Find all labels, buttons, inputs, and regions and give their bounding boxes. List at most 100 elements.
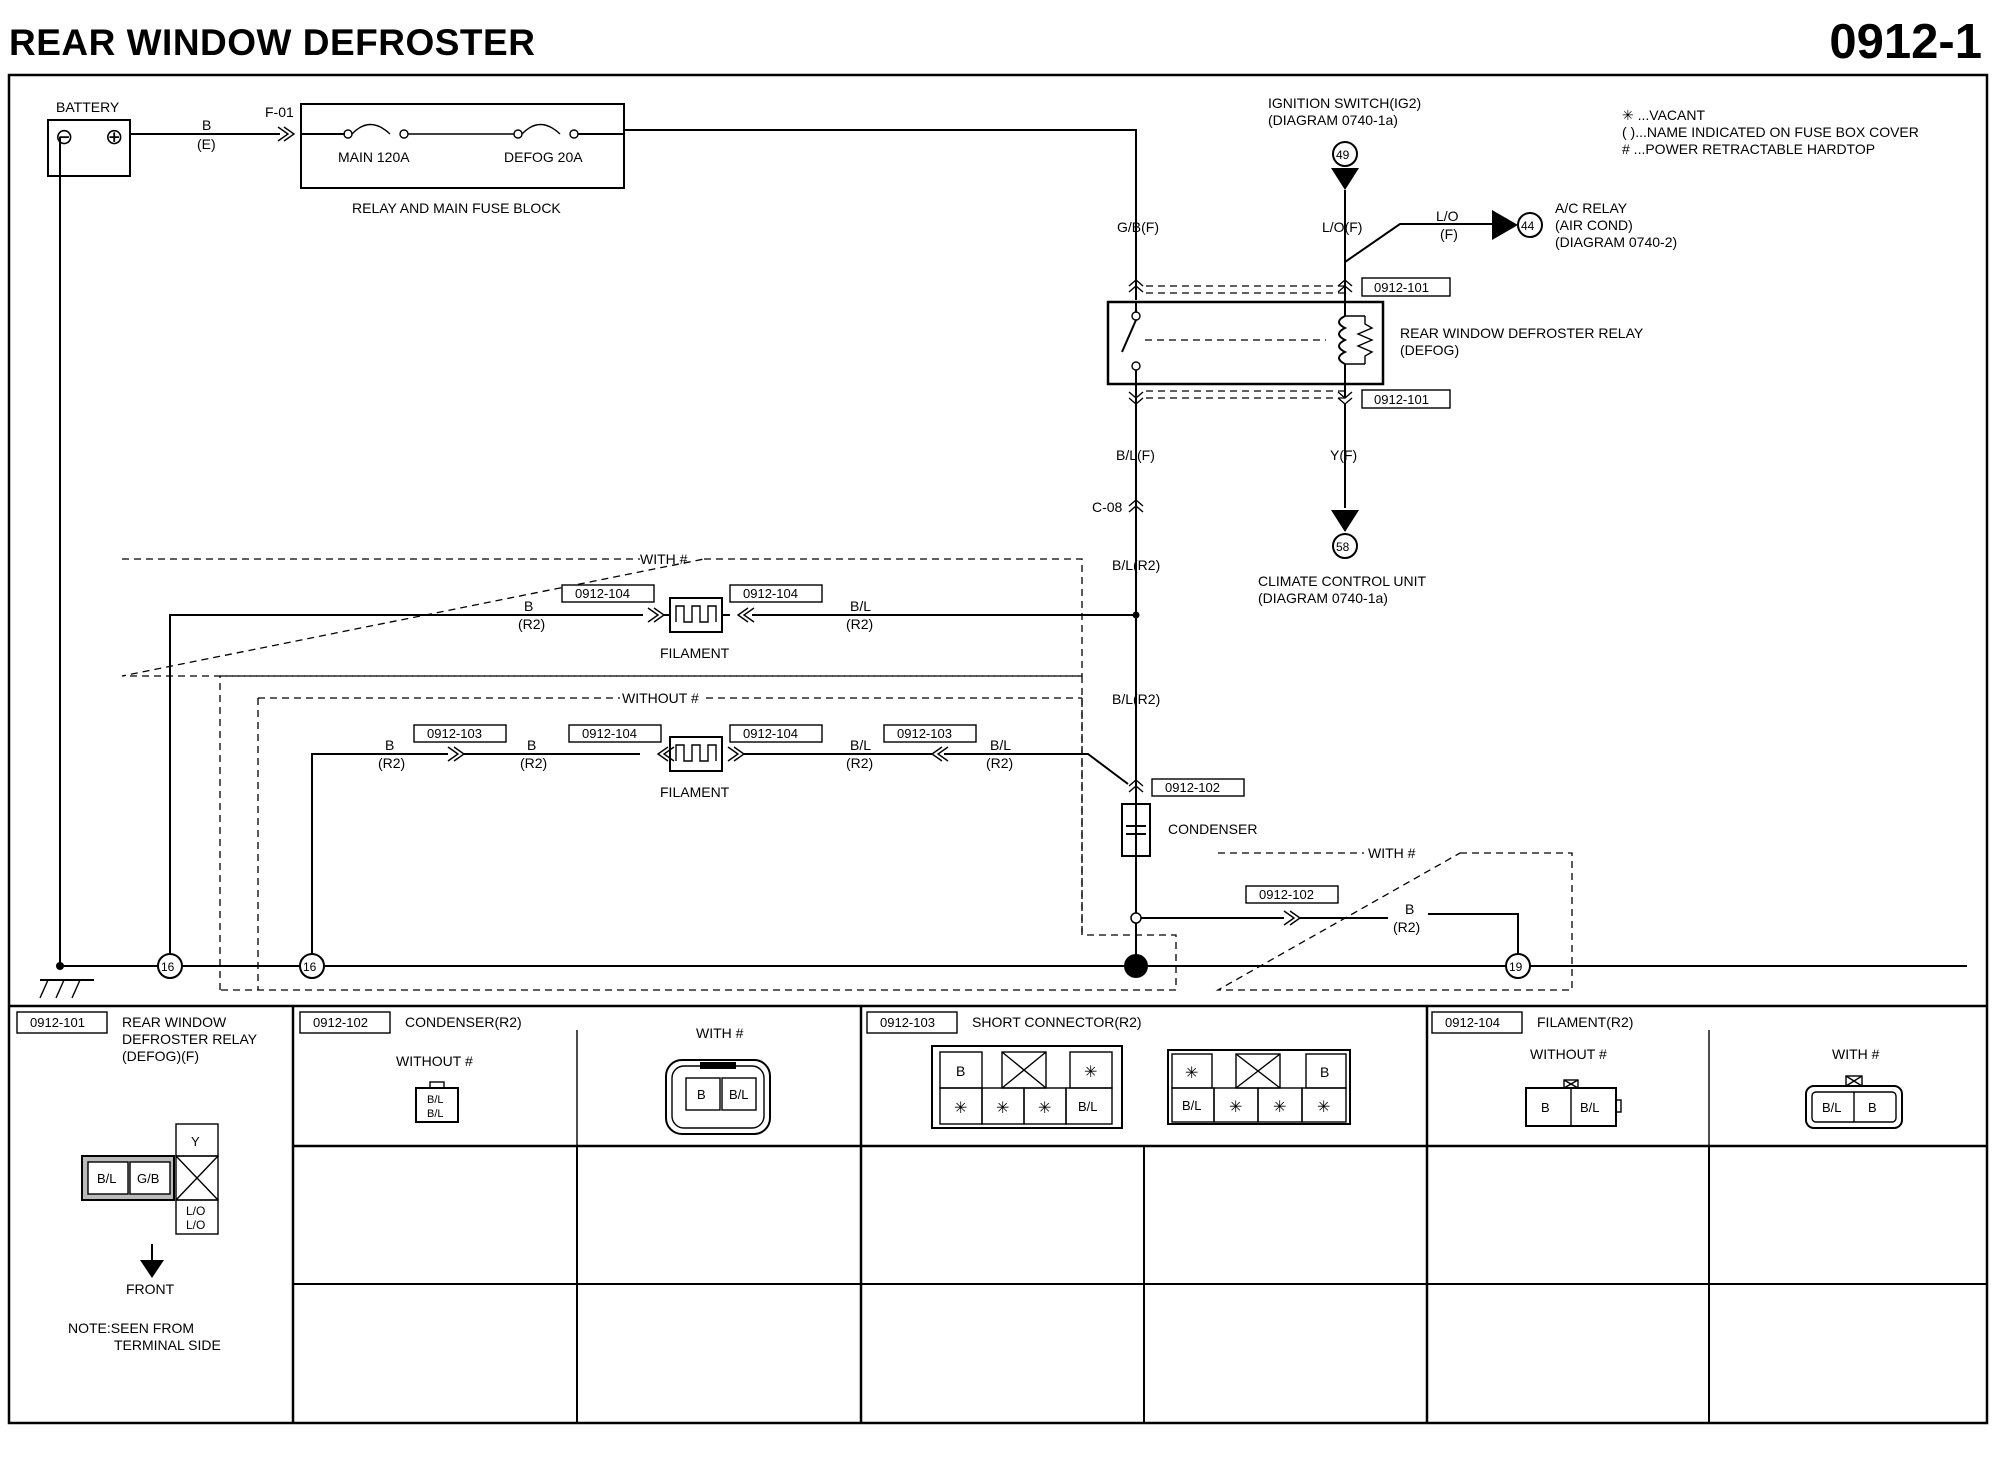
with-ground-pin: 19 [1509, 960, 1523, 974]
battery-plus-icon: ⊕ [105, 124, 123, 149]
without-block-title: WITHOUT # [622, 690, 699, 706]
conn103-b0: ✳ [1185, 1065, 1198, 1082]
ground-pin-2: 16 [303, 960, 317, 974]
battery-wire-label: B [202, 117, 211, 133]
conn103-a0: B [956, 1063, 965, 1079]
legend-fuse-name: ( )...NAME INDICATED ON FUSE BOX COVER [1622, 124, 1919, 140]
ground-bus: 16 16 [60, 953, 1967, 979]
with-ground-wire: B [1405, 901, 1414, 917]
without-tag4: 0912-103 [897, 726, 952, 741]
conn103-b5: ✳ [1317, 1099, 1330, 1116]
with-filament-label: FILAMENT [660, 645, 730, 661]
condenser: 0912-102 CONDENSER [1121, 778, 1257, 978]
relay-tag-top: 0912-101 [1374, 280, 1429, 295]
relay-wire-out-right: Y(F) [1330, 447, 1357, 463]
ac-relay-arrow-icon [1492, 210, 1518, 240]
conn101-pin-b: G/B [137, 1171, 159, 1186]
conn102-with-housing-icon [665, 1059, 771, 1135]
conn101-pin-a: B/L [97, 1171, 117, 1186]
without-w3s: (R2) [846, 755, 873, 771]
main-fuse-label: MAIN 120A [338, 149, 410, 165]
without-outer-boundary [219, 675, 1177, 991]
conn104-p4: B [1868, 1100, 1877, 1115]
without-w1: B [385, 737, 394, 753]
conn103-name: SHORT CONNECTOR(R2) [972, 1014, 1142, 1030]
conn102-without: WITHOUT # [396, 1053, 473, 1069]
fuse-block-label: RELAY AND MAIN FUSE BLOCK [352, 200, 561, 216]
conn101-note1: NOTE:SEEN FROM [68, 1320, 194, 1336]
without-w4s: (R2) [986, 755, 1013, 771]
ground-point-icon [1124, 954, 1148, 978]
conn101-name2: DEFROSTER RELAY [122, 1031, 258, 1047]
with-filament-block: WITH # B (R2) 0912-104 0912-104 B/L (R2)… [121, 551, 1136, 966]
with-wire-left-sub: (R2) [518, 616, 545, 632]
without-tag2: 0912-104 [582, 726, 637, 741]
conn103-b2: B/L [1182, 1098, 1202, 1113]
main-fuse-icon [351, 123, 391, 135]
conn104-p1: B [1541, 1100, 1550, 1115]
junction-connector: C-08 [1092, 499, 1123, 515]
relay-resistor-icon [1356, 316, 1374, 364]
conn-0912-102: 0912-102 CONDENSER(R2) WITHOUT # B/L B/L… [299, 1011, 771, 1135]
conn103-a2: ✳ [954, 1100, 967, 1117]
legend-hardtop: # ...POWER RETRACTABLE HARDTOP [1622, 141, 1875, 157]
climate-label: CLIMATE CONTROL UNIT [1258, 573, 1426, 589]
with-ground-title: WITH # [1368, 845, 1416, 861]
conn103-a-vacant-icon [1001, 1051, 1047, 1089]
conn103-b4: ✳ [1273, 1099, 1286, 1116]
with-wire-left: B [524, 598, 533, 614]
ac-relay-label: A/C RELAY [1555, 200, 1628, 216]
relay-switch-icon [1121, 319, 1137, 353]
ac-relay-wire-sub: (F) [1440, 226, 1458, 242]
conn103-a4: ✳ [1038, 1100, 1051, 1117]
conn101-name3: (DEFOG)(F) [122, 1048, 199, 1064]
without-w2s: (R2) [520, 755, 547, 771]
ac-relay-wire: L/O [1436, 208, 1459, 224]
battery-label: BATTERY [56, 99, 120, 115]
conn101-pin-e: L/O [186, 1218, 205, 1232]
relay-sub: (DEFOG) [1400, 342, 1459, 358]
without-w2: B [527, 737, 536, 753]
ac-relay-diagram: (DIAGRAM 0740-2) [1555, 234, 1677, 250]
defog-fuse-label: DEFOG 20A [504, 149, 583, 165]
relay-wire-out-left: B/L(F) [1116, 447, 1155, 463]
without-w1s: (R2) [378, 755, 405, 771]
conn103-b3: ✳ [1229, 1099, 1242, 1116]
ignition-wire: L/O(F) [1322, 219, 1362, 235]
fuse-block: F-01 MAIN 120A DEFOG 20A RELAY AND MAIN … [265, 103, 1137, 280]
climate-arrow-icon [1331, 510, 1359, 532]
conn101-code: 0912-101 [30, 1015, 85, 1030]
conn101-note2: TERMINAL SIDE [114, 1337, 221, 1353]
conn101-pin-c: Y [191, 1134, 200, 1149]
battery-wire-sub: (E) [197, 136, 216, 152]
with-tag-right: 0912-104 [743, 586, 798, 601]
conn102-p4: B/L [729, 1087, 749, 1102]
climate-control: 58 CLIMATE CONTROL UNIT (DIAGRAM 0740-1a… [1258, 510, 1426, 606]
without-tag1: 0912-103 [427, 726, 482, 741]
conn101-vacant-icon [175, 1155, 219, 1201]
conn103-a1: ✳ [1084, 1064, 1097, 1081]
conn102-p3: B [697, 1087, 706, 1102]
conn103-housing-a-icon [931, 1045, 1123, 1129]
conn104-with: WITH # [1832, 1046, 1880, 1062]
conn103-code: 0912-103 [880, 1015, 935, 1030]
with-wire-right-sub: (R2) [846, 616, 873, 632]
relay-wire-in: G/B(F) [1117, 219, 1159, 235]
ignition-arrow-icon [1331, 168, 1359, 190]
battery: BATTERY ⊖ ⊕ B (E) [39, 99, 280, 999]
relay-label: REAR WINDOW DEFROSTER RELAY [1400, 325, 1644, 341]
conn-0912-101: 0912-101 REAR WINDOW DEFROSTER RELAY (DE… [16, 1011, 258, 1353]
relay-coil-icon [1338, 315, 1348, 365]
with-filament-icon [669, 597, 723, 633]
ground-pin-1: 16 [161, 960, 175, 974]
conn104-name: FILAMENT(R2) [1537, 1014, 1633, 1030]
climate-pin: 58 [1336, 540, 1350, 554]
conn104-p2: B/L [1580, 1100, 1600, 1115]
ignition-pin: 49 [1336, 148, 1350, 162]
conn103-housing-b-icon [1167, 1049, 1351, 1125]
defog-fuse-icon [521, 123, 561, 135]
ac-relay-branch: L/O (F) 44 A/C RELAY (AIR COND) (DIAGRAM… [1344, 200, 1677, 263]
conn104-without: WITHOUT # [1530, 1046, 1607, 1062]
without-filament-block: WITHOUT # B (R2) 0912-103 B (R2) 0912-10… [257, 690, 1129, 990]
legend-vacant: ✳ ...VACANT [1622, 107, 1705, 123]
